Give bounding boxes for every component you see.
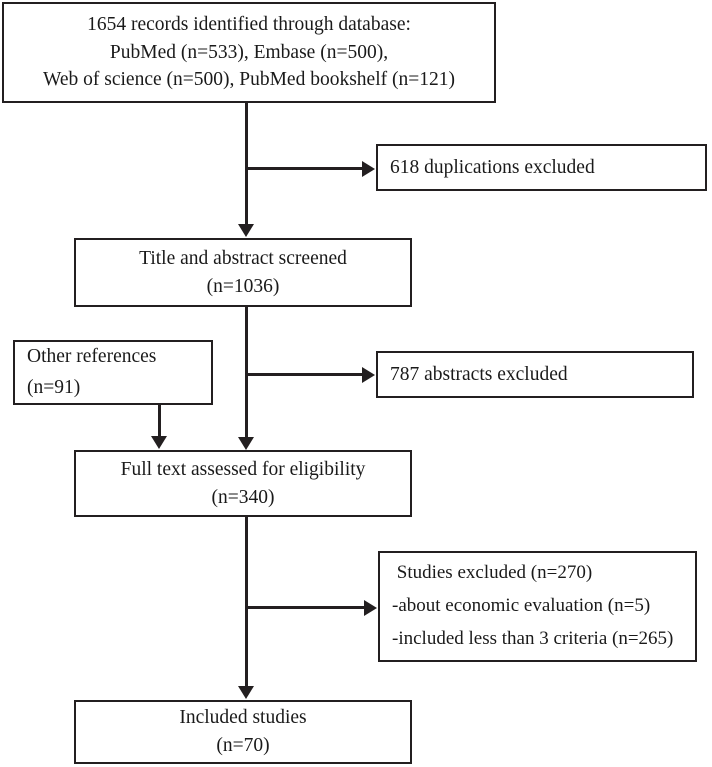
box-other-references: Other references (n=91) [13, 340, 213, 405]
connector-fulltext-to-included [245, 517, 248, 687]
box-included-studies: Included studies (n=70) [74, 700, 412, 764]
other-references-line-1: Other references [27, 346, 157, 368]
connector-screened-to-fulltext [245, 307, 248, 438]
arrow-right-icon-studies-excluded [364, 600, 377, 616]
arrow-down-icon-other-references [151, 436, 167, 449]
box-title-abstract-screened: Title and abstract screened (n=1036) [74, 238, 412, 307]
box-records-identified: 1654 records identified through database… [2, 2, 496, 103]
included-line-1: Included studies [179, 707, 307, 729]
connector-fulltext-to-studies-excluded [246, 606, 365, 609]
records-line-2: PubMed (n=533), Embase (n=500), [109, 41, 389, 63]
arrow-down-icon-screened-to-fulltext [238, 437, 254, 450]
fulltext-line-1: Full text assessed for eligibility [120, 458, 366, 480]
studies-excluded-line-2: -about economic evaluation (n=5) [392, 595, 651, 617]
arrow-down-icon-fulltext-to-included [238, 686, 254, 699]
connector-other-references-to-fulltext [158, 405, 161, 437]
connector-records-to-screened [245, 103, 248, 225]
records-line-3: Web of science (n=500), PubMed bookshelf… [43, 69, 455, 91]
box-full-text-assessed: Full text assessed for eligibility (n=34… [74, 450, 412, 517]
arrow-down-icon-records-to-screened [238, 224, 254, 237]
abstracts-excluded-line-1: 787 abstracts excluded [390, 363, 568, 385]
other-references-line-2: (n=91) [27, 376, 81, 398]
connector-records-to-duplications [246, 167, 363, 170]
box-duplications-excluded: 618 duplications excluded [376, 144, 707, 191]
screened-line-1: Title and abstract screened [139, 247, 347, 269]
arrow-right-icon-duplications [362, 161, 375, 177]
connector-screened-to-abstracts-excluded [246, 373, 363, 376]
fulltext-line-2: (n=340) [211, 486, 275, 508]
duplications-line-1: 618 duplications excluded [390, 156, 595, 178]
records-line-1: 1654 records identified through database… [87, 13, 411, 35]
box-studies-excluded: Studies excluded (n=270) -about economic… [378, 551, 697, 662]
included-line-2: (n=70) [216, 735, 270, 756]
box-abstracts-excluded: 787 abstracts excluded [376, 351, 694, 398]
screened-line-2: (n=1036) [206, 275, 280, 297]
studies-excluded-line-3: -included less than 3 criteria (n=265) [392, 627, 674, 649]
arrow-right-icon-abstracts-excluded [362, 367, 375, 383]
studies-excluded-line-1: Studies excluded (n=270) [392, 562, 593, 584]
